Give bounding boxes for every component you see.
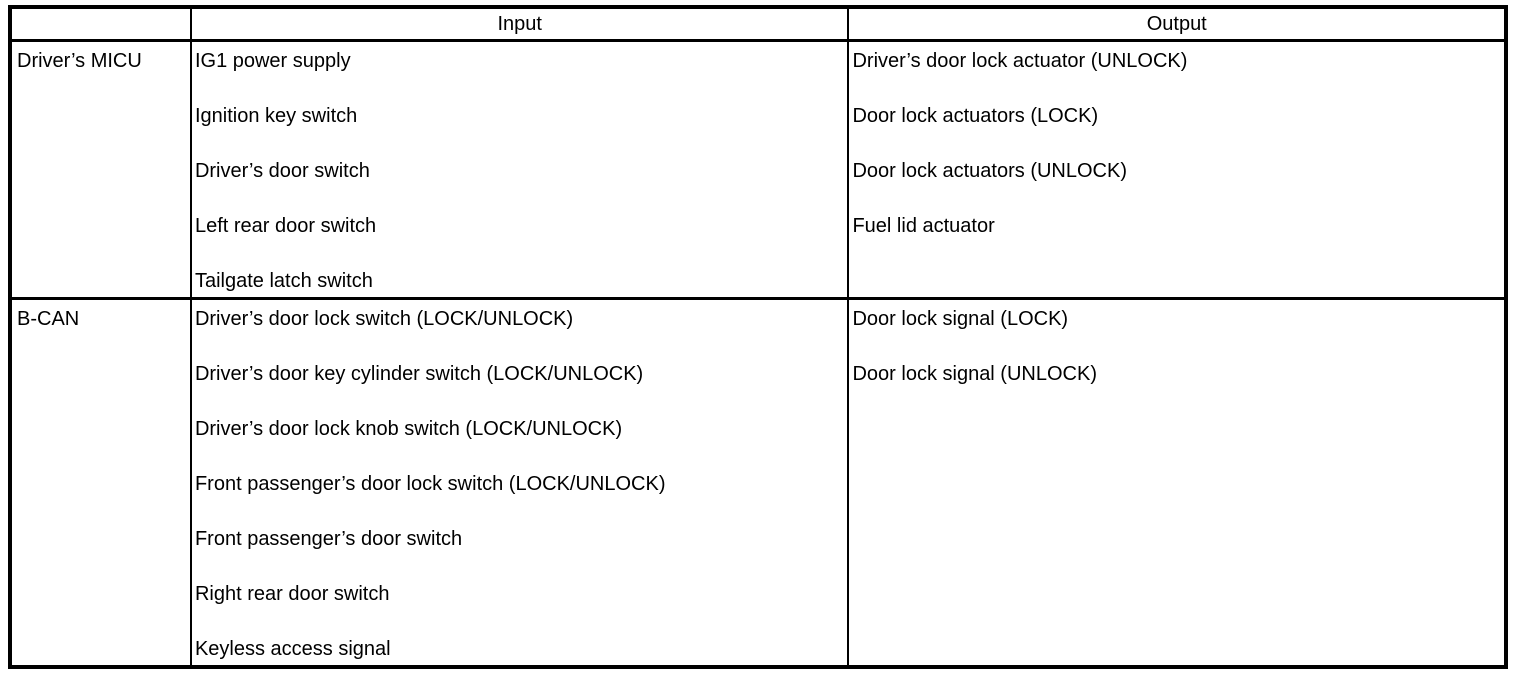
input-item: Left rear door switch — [194, 215, 377, 237]
input-item: Driver’s door lock switch (LOCK/UNLOCK) — [194, 308, 574, 330]
input-item: Tailgate latch switch — [194, 270, 373, 292]
header-row: Input Output — [9, 6, 1507, 42]
input-item: Keyless access signal — [194, 638, 391, 660]
output-item: Door lock actuators (UNLOCK) — [852, 160, 1127, 182]
output-item: Driver’s door lock actuator (UNLOCK) — [852, 50, 1188, 72]
input-output-table: Input Output Driver’s MICU IG1 power sup… — [8, 5, 1508, 669]
row-header-cell: Driver’s MICU — [9, 39, 192, 300]
inputs-cell: IG1 power supply Ignition key switch Dri… — [189, 39, 850, 300]
output-item: Door lock signal (UNLOCK) — [852, 363, 1097, 385]
input-item: IG1 power supply — [194, 50, 351, 72]
input-item: Right rear door switch — [194, 583, 390, 605]
outputs-cell: Door lock signal (LOCK) Door lock signal… — [847, 297, 1507, 668]
inputs-cell: Driver’s door lock switch (LOCK/UNLOCK) … — [189, 297, 850, 668]
input-item: Driver’s door switch — [194, 160, 370, 182]
output-item: Door lock actuators (LOCK) — [852, 105, 1099, 127]
output-item: Door lock signal (LOCK) — [852, 308, 1069, 330]
outputs-cell: Driver’s door lock actuator (UNLOCK) Doo… — [847, 39, 1507, 300]
input-item: Driver’s door key cylinder switch (LOCK/… — [194, 363, 644, 385]
input-item: Front passenger’s door lock switch (LOCK… — [194, 473, 666, 495]
header-cell-input: Input — [189, 6, 850, 42]
header-cell-source — [9, 6, 192, 42]
input-item: Front passenger’s door switch — [194, 528, 463, 550]
table-row-drivers-micu: Driver’s MICU IG1 power supply Ignition … — [9, 39, 1507, 300]
row-label: B-CAN — [17, 308, 80, 330]
header-cell-output: Output — [847, 6, 1507, 42]
row-header-cell: B-CAN — [9, 297, 192, 668]
input-item: Ignition key switch — [194, 105, 358, 127]
output-item: Fuel lid actuator — [852, 215, 995, 237]
input-item: Driver’s door lock knob switch (LOCK/UNL… — [194, 418, 623, 440]
table-row-b-can: B-CAN Driver’s door lock switch (LOCK/UN… — [9, 297, 1507, 668]
row-label: Driver’s MICU — [17, 50, 142, 72]
